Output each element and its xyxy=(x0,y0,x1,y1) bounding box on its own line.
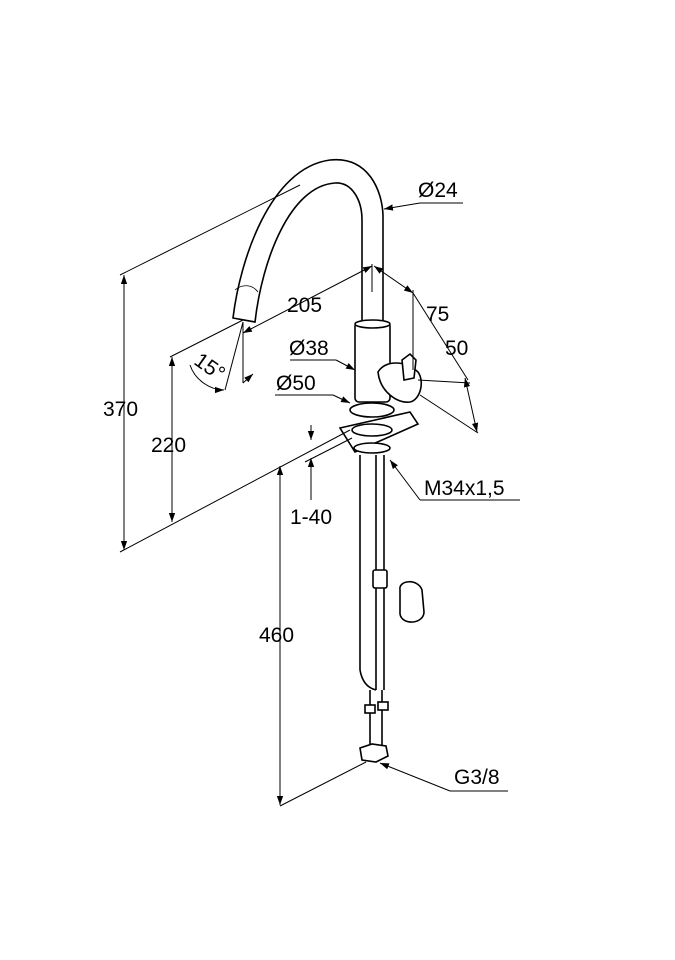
label-connection: G3/8 xyxy=(454,766,500,789)
dimension-lines xyxy=(119,184,520,807)
label-total-height: 370 xyxy=(103,398,138,421)
hose-clip xyxy=(399,580,425,623)
faucet-outline xyxy=(232,159,425,763)
hose-nut xyxy=(359,743,389,763)
label-body-diameter: Ø38 xyxy=(289,337,329,360)
label-handle-offset: 75 xyxy=(426,303,449,326)
label-spout-height: 220 xyxy=(151,434,186,457)
label-spout-angle: 15° xyxy=(190,349,229,386)
label-counter-thickness: 1-40 xyxy=(290,506,332,529)
label-reach: 205 xyxy=(287,294,322,317)
label-spout-diameter: Ø24 xyxy=(418,179,458,202)
label-base-diameter: Ø50 xyxy=(276,372,316,395)
label-hose-length: 460 xyxy=(259,624,294,647)
label-handle-depth: 50 xyxy=(445,337,468,360)
label-thread: M34x1,5 xyxy=(424,477,505,500)
